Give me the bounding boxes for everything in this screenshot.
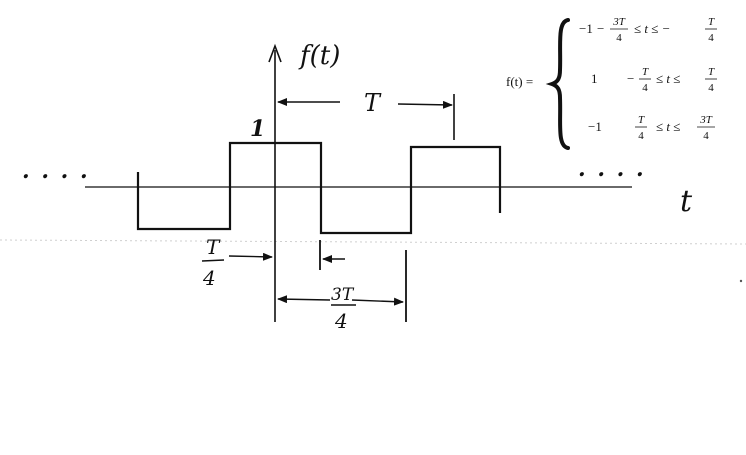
axes bbox=[85, 43, 632, 322]
continuation-dots-right: . . . . bbox=[578, 156, 646, 182]
row2-cond-b: ≤ t ≤ bbox=[656, 71, 680, 86]
quarter-fraction-bar bbox=[201, 259, 225, 262]
row2-frac2-num: T bbox=[708, 66, 715, 78]
row2-frac1-den: 4 bbox=[642, 82, 648, 94]
period-arrow-right bbox=[397, 100, 453, 109]
row1-frac1-num: 3T bbox=[612, 16, 626, 28]
three-quarter-arrow-left bbox=[277, 295, 331, 304]
stray-mark bbox=[739, 279, 743, 283]
period-label: T bbox=[364, 89, 382, 117]
vertical-axis-arrowhead bbox=[268, 43, 282, 63]
three-quarter-dimension bbox=[277, 250, 407, 322]
row1-value: −1 bbox=[579, 21, 593, 36]
square-wave bbox=[136, 141, 502, 235]
quarter-numerator: T bbox=[206, 235, 221, 259]
continuation-dots-left: . . . . bbox=[22, 158, 90, 184]
row3-frac2-den: 4 bbox=[703, 130, 709, 142]
scan-line bbox=[0, 239, 746, 245]
row2-value: 1 bbox=[591, 71, 598, 86]
period-dimension bbox=[277, 94, 455, 140]
three-quarter-numerator: 3T bbox=[331, 285, 355, 305]
row1-frac2-den: 4 bbox=[708, 32, 714, 44]
three-quarter-denominator: 4 bbox=[334, 309, 348, 333]
row1-cond-a: − bbox=[597, 21, 604, 36]
row1-frac2-num: T bbox=[708, 16, 715, 28]
quarter-denominator: 4 bbox=[202, 266, 216, 290]
row2-frac2-den: 4 bbox=[708, 82, 714, 94]
piecewise-definition: f(t) = −1 − 3T 4 ≤ t ≤ − T 4 1 − T 4 ≤ t… bbox=[506, 16, 717, 150]
left-brace bbox=[545, 18, 570, 150]
quarter-arrow-left bbox=[228, 252, 273, 261]
row3-frac2-num: 3T bbox=[699, 114, 713, 126]
row1-frac1-den: 4 bbox=[616, 32, 622, 44]
row2-cond-a: − bbox=[627, 71, 634, 86]
row3-value: −1 bbox=[588, 119, 602, 134]
row1-cond-b: ≤ t ≤ − bbox=[634, 21, 670, 36]
row3-frac1-den: 4 bbox=[638, 130, 644, 142]
definition-lhs: f(t) = bbox=[506, 74, 533, 89]
three-quarter-arrow-right bbox=[351, 297, 404, 306]
row3-frac1-num: T bbox=[638, 114, 645, 126]
time-axis-label: t bbox=[680, 184, 693, 219]
function-label: f(t) bbox=[298, 41, 340, 71]
row2-frac1-num: T bbox=[642, 66, 649, 78]
amplitude-label: 1 bbox=[250, 116, 265, 142]
row3-cond-b: ≤ t ≤ bbox=[656, 119, 680, 134]
quarter-dimension bbox=[201, 240, 345, 270]
